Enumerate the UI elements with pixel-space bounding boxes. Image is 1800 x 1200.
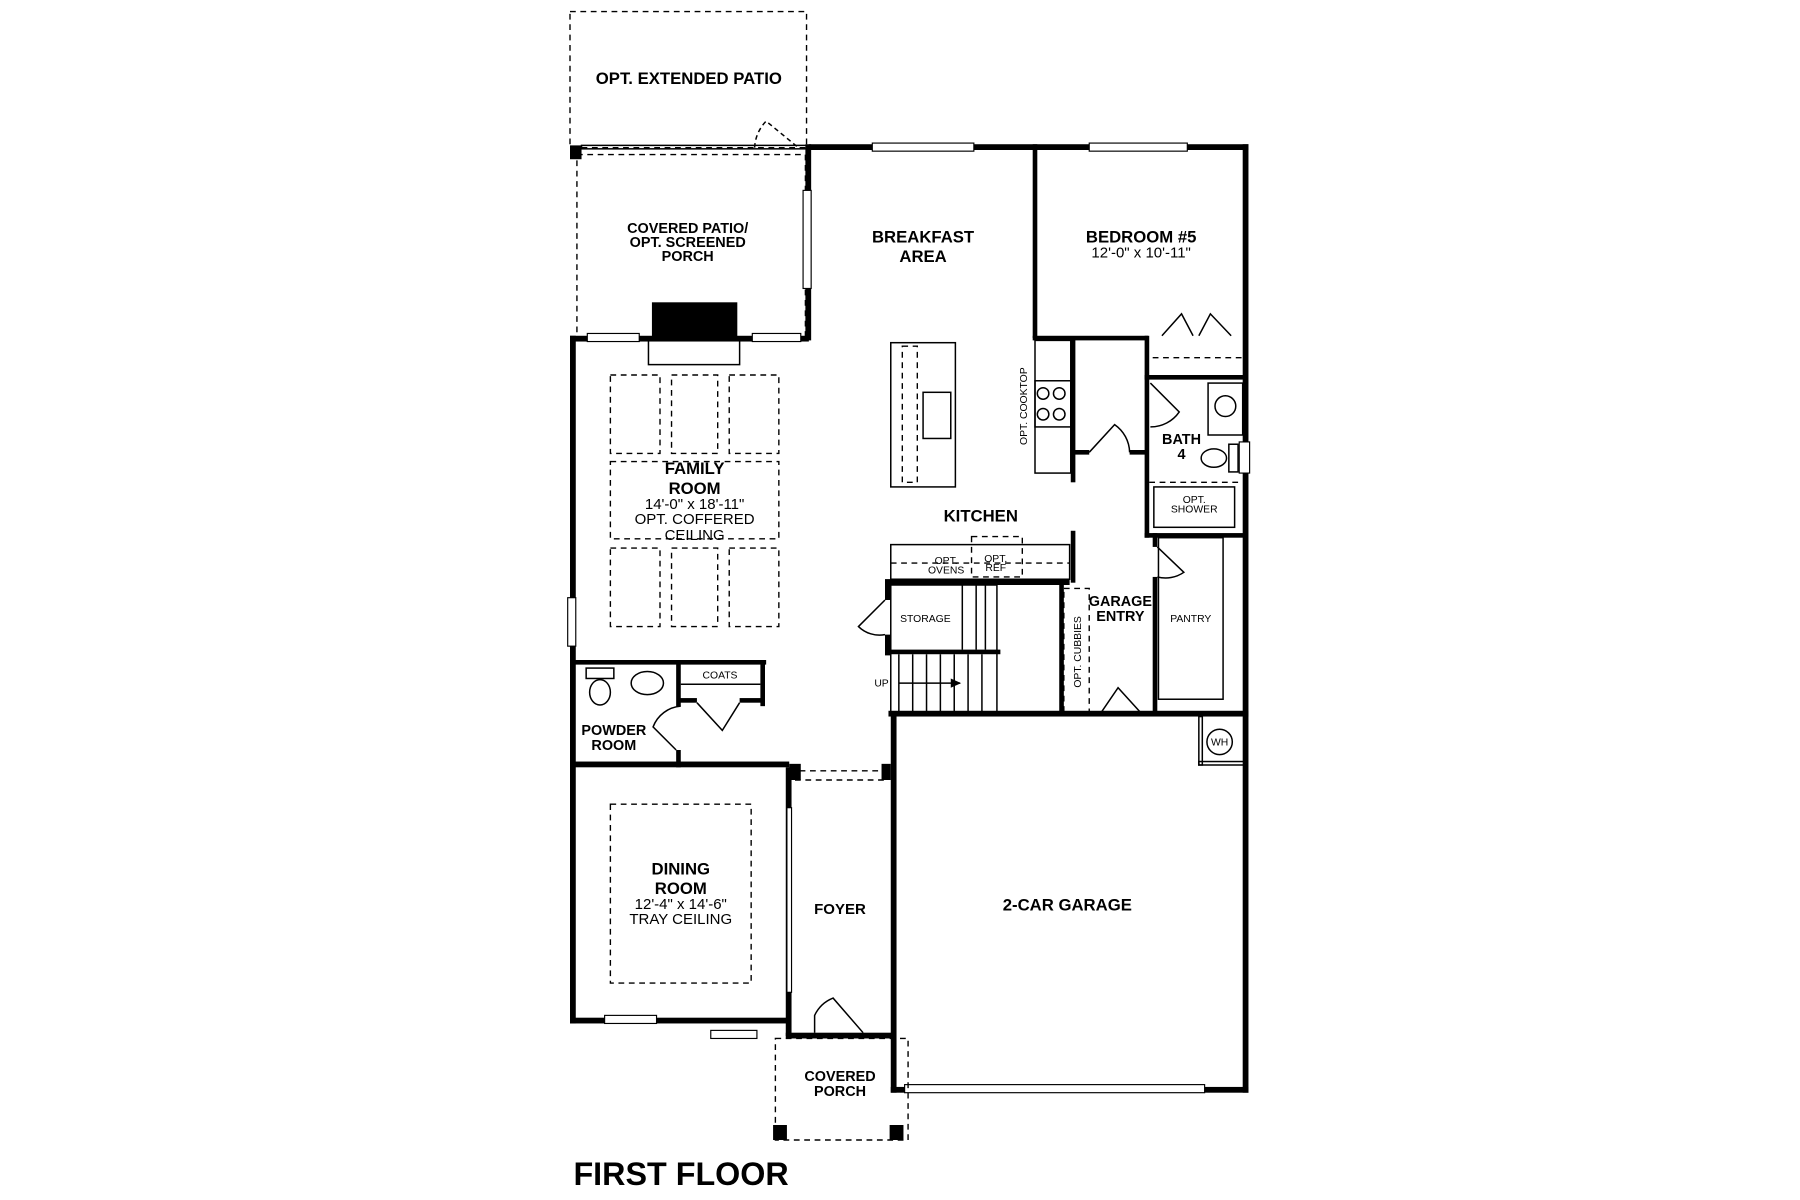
label-family-note-1: OPT. COFFERED [635, 511, 755, 528]
label-shower-2: SHOWER [1171, 504, 1218, 515]
cooktop-counter [1034, 339, 1072, 474]
cubbies [1063, 587, 1090, 714]
label-ovens-1: OPT. [935, 556, 958, 567]
label-garage-entry-1: GARAGE [1089, 594, 1153, 610]
water-heater [1206, 728, 1234, 756]
label-bedroom5: BEDROOM #5 [1086, 227, 1197, 246]
label-family-note-2: CEILING [665, 527, 725, 544]
label-ref-2: REF [985, 563, 1006, 574]
label-garage: 2-CAR GARAGE [1003, 895, 1132, 914]
windows [567, 142, 1251, 1094]
label-foyer: FOYER [814, 901, 866, 918]
label-cooktop: OPT. COOKTOP [1019, 367, 1030, 445]
label-covered-patio-2: OPT. SCREENED [630, 235, 746, 251]
floor-title: FIRST FLOOR [573, 1156, 788, 1192]
coffered-ceiling [609, 374, 780, 628]
label-family-2: ROOM [669, 479, 721, 498]
label-dining-dims: 12'-4" x 14'-6" [635, 896, 727, 913]
label-bath4-2: 4 [1178, 447, 1186, 463]
doors [652, 382, 1186, 1034]
bedroom-closet [1152, 312, 1243, 359]
label-ref-1: OPT. [984, 554, 1007, 565]
label-bedroom5-dims: 12'-0" x 10'-11" [1091, 244, 1191, 261]
label-covered-patio-1: COVERED PATIO/ [627, 221, 748, 237]
label-pantry: PANTRY [1170, 614, 1211, 625]
pantry-shelves [1157, 536, 1224, 700]
label-bath4-1: BATH [1162, 432, 1201, 448]
label-covered-porch-1: COVERED [804, 1069, 875, 1085]
label-extended-patio: OPT. EXTENDED PATIO [596, 69, 782, 88]
back-counter [890, 535, 1071, 580]
label-breakfast-1: BREAKFAST [872, 227, 975, 246]
label-up: UP [874, 679, 888, 690]
label-powder-2: ROOM [591, 738, 636, 754]
fireplace [647, 302, 741, 366]
stairs [890, 584, 998, 713]
label-family-dims: 14'-0" x 18'-11" [645, 496, 745, 513]
label-kitchen: KITCHEN [944, 507, 1018, 526]
label-ovens-2: OVENS [928, 565, 964, 576]
tray-ceiling [609, 803, 752, 984]
bath-fixtures [1149, 382, 1244, 529]
label-powder-1: POWDER [581, 723, 646, 739]
label-dining-1: DINING [652, 860, 711, 879]
powder-fixtures [585, 667, 761, 706]
label-dining-note: TRAY CEILING [629, 911, 732, 928]
label-wh: WH [1211, 737, 1228, 748]
label-covered-porch-2: PORCH [814, 1084, 866, 1100]
label-breakfast-2: AREA [899, 247, 946, 266]
label-family-1: FAMILY [665, 459, 725, 478]
covered-porch [773, 1037, 909, 1141]
label-shower-1: OPT. [1183, 495, 1206, 506]
label-dining-2: ROOM [655, 879, 707, 898]
label-storage: STORAGE [900, 614, 951, 625]
label-garage-entry-2: ENTRY [1096, 609, 1145, 625]
kitchen-island [890, 341, 957, 488]
label-coats: COATS [703, 670, 738, 681]
label-covered-patio-3: PORCH [662, 249, 714, 265]
label-cubbies: OPT. CUBBIES [1073, 616, 1084, 688]
